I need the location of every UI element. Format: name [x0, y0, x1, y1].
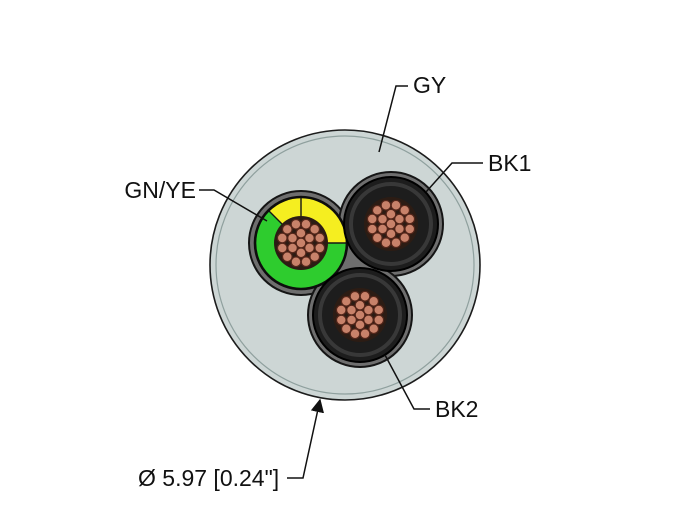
copper-strand	[295, 227, 307, 239]
copper-strand	[314, 232, 326, 244]
copper-strand	[346, 314, 357, 326]
copper-strand	[300, 256, 312, 268]
copper-strand	[404, 223, 416, 235]
label-bk1: BK1	[488, 150, 531, 176]
copper-strand	[399, 232, 411, 244]
diameter-arrow	[287, 398, 325, 479]
conductor-bk1	[343, 176, 439, 272]
callout-diameter: Ø 5.97 [0.24"]	[138, 398, 325, 491]
copper-strand	[385, 208, 397, 220]
callout-gnye: GN/YE	[124, 177, 268, 222]
copper-strand	[276, 242, 288, 254]
bk2-sheen	[318, 273, 402, 357]
copper-strand	[314, 242, 326, 254]
copper-strand	[377, 223, 388, 235]
callout-gy: GY	[378, 72, 446, 153]
copper-strand	[371, 232, 383, 244]
copper-strand	[373, 304, 385, 316]
bk1-copper-strands	[366, 199, 416, 249]
copper-strand	[287, 242, 298, 254]
bk2-copper-strands	[335, 290, 385, 340]
copper-strand	[340, 295, 352, 307]
copper-strand	[335, 314, 347, 326]
leader-bk1	[425, 162, 483, 193]
copper-strand	[359, 328, 371, 340]
copper-strand	[371, 204, 383, 216]
copper-strand	[368, 295, 380, 307]
callout-bk1: BK1	[425, 150, 531, 193]
copper-strand	[281, 251, 293, 263]
copper-strand	[354, 299, 366, 311]
bk1-sheen	[349, 182, 433, 266]
label-gnye: GN/YE	[124, 177, 196, 203]
copper-strand	[359, 290, 371, 302]
copper-strand	[373, 314, 385, 326]
copper-strand	[366, 223, 378, 235]
copper-strand	[349, 328, 361, 340]
jacket-inner-line	[215, 135, 475, 395]
copper-strand	[304, 232, 315, 244]
copper-strand	[281, 223, 293, 235]
copper-strand	[390, 199, 402, 211]
copper-strand	[346, 304, 357, 316]
copper-strand	[295, 247, 307, 259]
copper-strand	[404, 213, 416, 225]
conductor-gnye	[253, 195, 349, 291]
copper-strand	[290, 256, 302, 268]
copper-strand	[309, 223, 321, 235]
conductor-bk2	[312, 267, 408, 363]
copper-strand	[390, 237, 402, 249]
label-diameter: Ø 5.97 [0.24"]	[138, 465, 279, 491]
copper-strand	[349, 290, 361, 302]
label-gy: GY	[413, 72, 446, 98]
copper-strand	[276, 232, 288, 244]
label-bk2: BK2	[435, 396, 478, 422]
gnye-copper-strands	[276, 218, 326, 268]
copper-strand	[309, 251, 321, 263]
copper-strand	[300, 218, 312, 230]
leader-gy	[378, 85, 408, 153]
copper-strand	[335, 304, 347, 316]
leader-bk2	[384, 354, 430, 410]
copper-strand	[368, 323, 380, 335]
copper-strand	[377, 213, 388, 225]
copper-strand	[394, 213, 405, 225]
copper-strand	[287, 232, 298, 244]
copper-strand	[380, 199, 392, 211]
copper-strand	[363, 304, 374, 316]
copper-strand	[385, 228, 397, 240]
copper-strand	[366, 213, 378, 225]
copper-strand	[354, 319, 366, 331]
copper-strand	[290, 218, 302, 230]
leader-gnye	[199, 189, 268, 222]
copper-strand	[399, 204, 411, 216]
callout-bk2: BK2	[384, 354, 478, 422]
copper-strand	[380, 237, 392, 249]
copper-strand	[340, 323, 352, 335]
